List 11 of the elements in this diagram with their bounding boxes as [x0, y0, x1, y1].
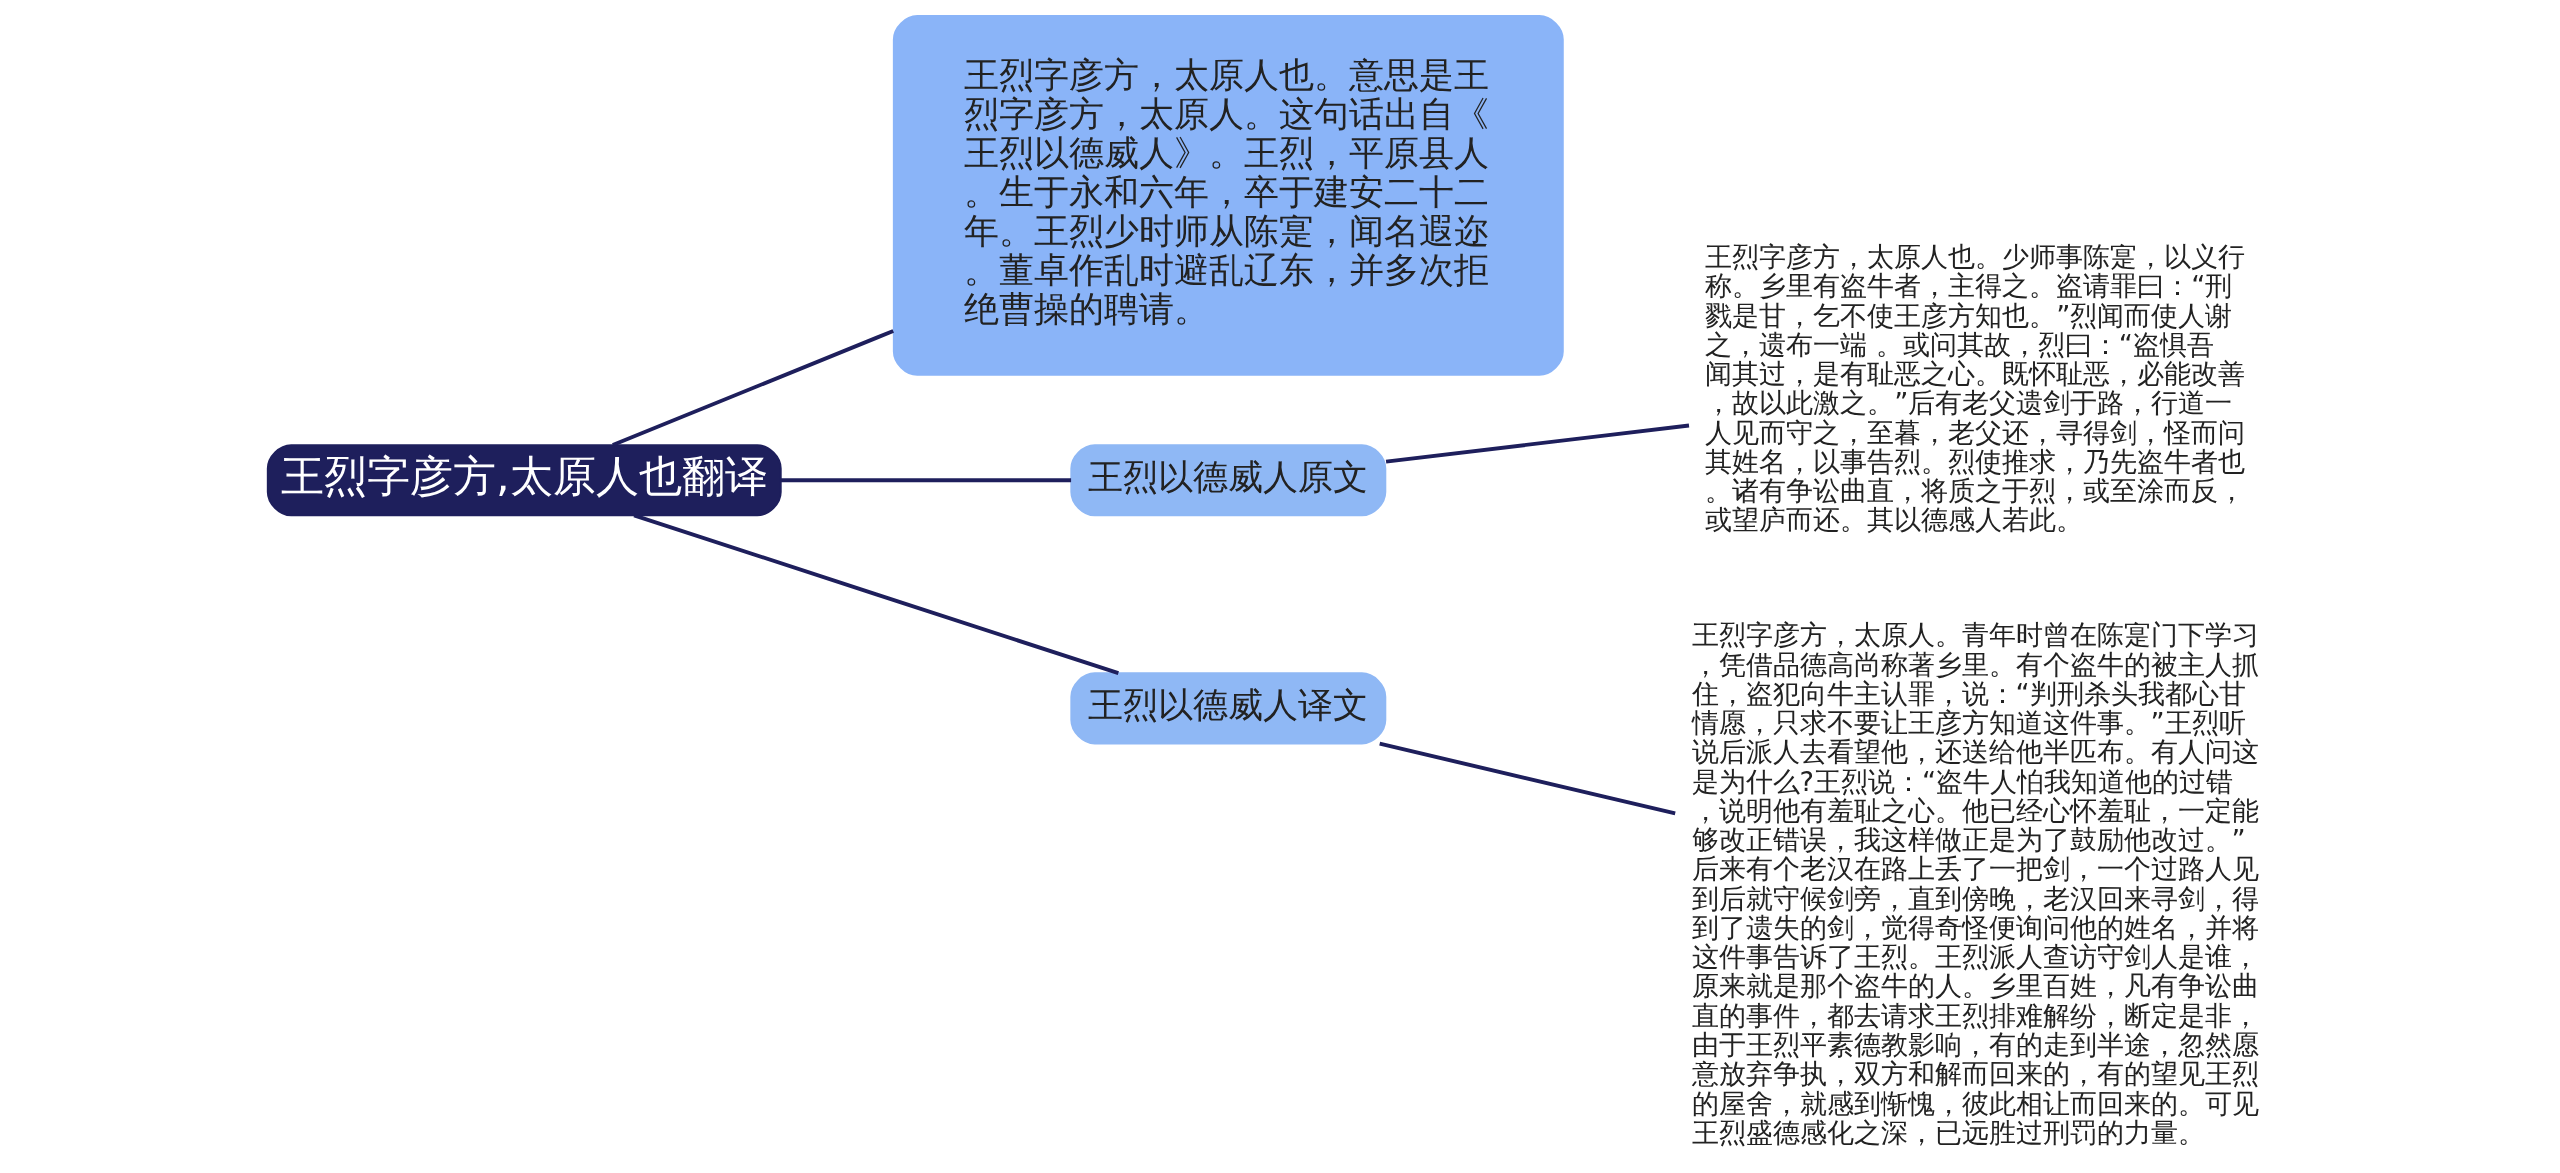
node-box: 王烈字彦方，太原人也。意思是王烈字彦方，太原人。这句话出自《王烈以德威人》。王烈，平原县人。生于永和六年，卒于建安二十二年。王烈少时师从陈寔，闻名遐迩。董卓作乱时避乱辽东，并多次拒绝曹操的聘请。 — [892, 15, 1564, 376]
node-box: 王烈以德威人译文 — [1070, 672, 1387, 745]
node-text: 王烈字彦方，太原人也。少师事陈寔，以义行称。乡里有盗牛者，主得之。盗请罪曰：“刑戮是甘，乞不使王彦方知也。”烈闻而使人谢之，遗布一端 。或问其故，烈曰：“盗惧吾闻其过，是有耻恶之心。既怀耻恶，必能改善，故以此激之。”后有老父遗剑于路，行道一人见而守之，至暮，老父还，寻得剑，怪而问其姓名，以事告烈。烈使推求，乃先盗牛者也。诸有争讼曲直，将质之于烈，或至涂而反，或望庐而还。其以德感人若此。 — [1705, 241, 2246, 536]
connector — [1379, 741, 1676, 816]
connector — [780, 478, 1072, 483]
node-text: 王烈字彦方，太原人。青年时曾在陈寔门下学习，凭借品德高尚称著乡里。有个盗牛的被主人抓住，盗犯向牛主认罪，说：“判刑杀头我都心甘情愿，只求不要让王彦方知道这件事。”王烈听说后派人去看望他，还送给他半匹布。有人问这是为什么?王烈说：“盗牛人怕我知道他的过错，说明他有羞耻之心。他已经心怀羞耻，一定能够改正错误，我这样做正是为了鼓励他改过。”后来有个老汉在路上丢了一把剑，一个过路人见到后就守候剑旁，直到傍晚，老汉回来寻剑，得到了遗失的剑，觉得奇怪便询问他的姓名，并将这件事告诉了王烈。王烈派人查访守剑人是谁，原来就是那个盗牛的人。乡里百姓，凡有争讼曲直的事件，都去请求王烈排难解纷，断定是非，由于王烈平素德教影响，有的走到半途，忽然愿意放弃争执，双方和解而回来的，有的望见王烈的屋舍，就感到惭愧，彼此相让而回来的。可见王烈盛德感化之深，已远胜过刑罚的力量。 — [1691, 619, 2259, 1148]
node-box: 王烈以德威人原文 — [1070, 444, 1387, 517]
connector — [1385, 423, 1690, 464]
connector — [612, 329, 894, 447]
connector — [633, 513, 1119, 676]
node-box: 王烈字彦方,太原人也翻译 — [266, 444, 782, 517]
